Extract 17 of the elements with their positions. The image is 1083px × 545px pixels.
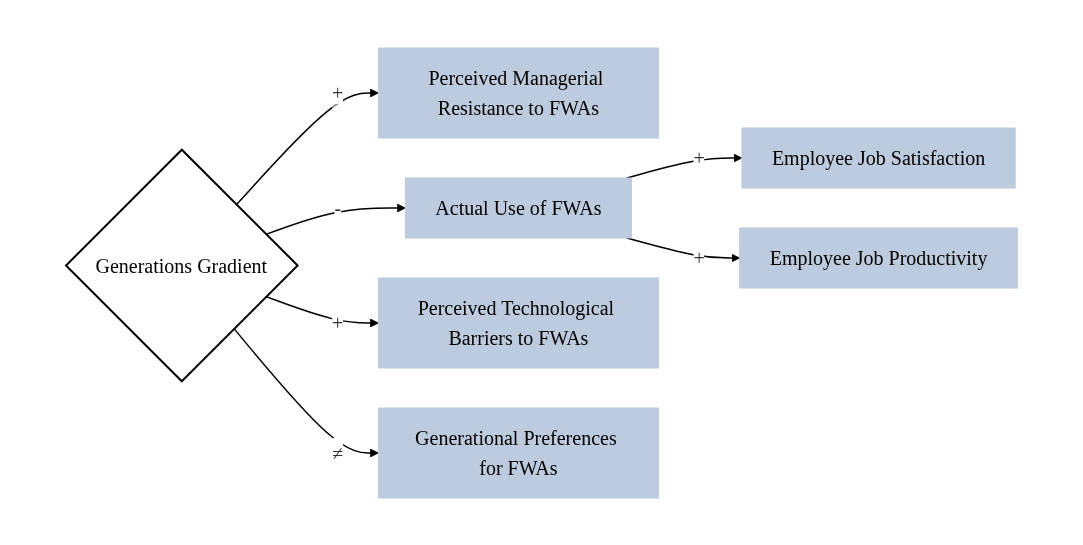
node-box: Perceived Technological Barriers to FWAs: [377, 277, 659, 368]
edge-label: +: [693, 246, 705, 269]
edge-label: ≠: [332, 441, 344, 464]
edge-label: +: [331, 81, 344, 104]
node-box: Employee Job Satisfaction: [741, 127, 1016, 188]
edge-label: -: [334, 196, 341, 219]
arrow: [265, 203, 406, 235]
node-box: Actual Use of FWAs: [404, 177, 632, 238]
edge-label: +: [693, 146, 705, 169]
arrow: [265, 295, 379, 327]
node-box: Employee Job Productivity: [738, 227, 1018, 288]
node-box: Perceived Managerial Resistance to FWAs: [377, 47, 659, 138]
arrow: [233, 327, 379, 457]
node-diamond: Generations Gradient: [64, 147, 299, 383]
arrow: [235, 88, 379, 205]
edge-label: +: [331, 311, 344, 334]
node-box: Generational Preferences for FWAs: [377, 407, 659, 498]
